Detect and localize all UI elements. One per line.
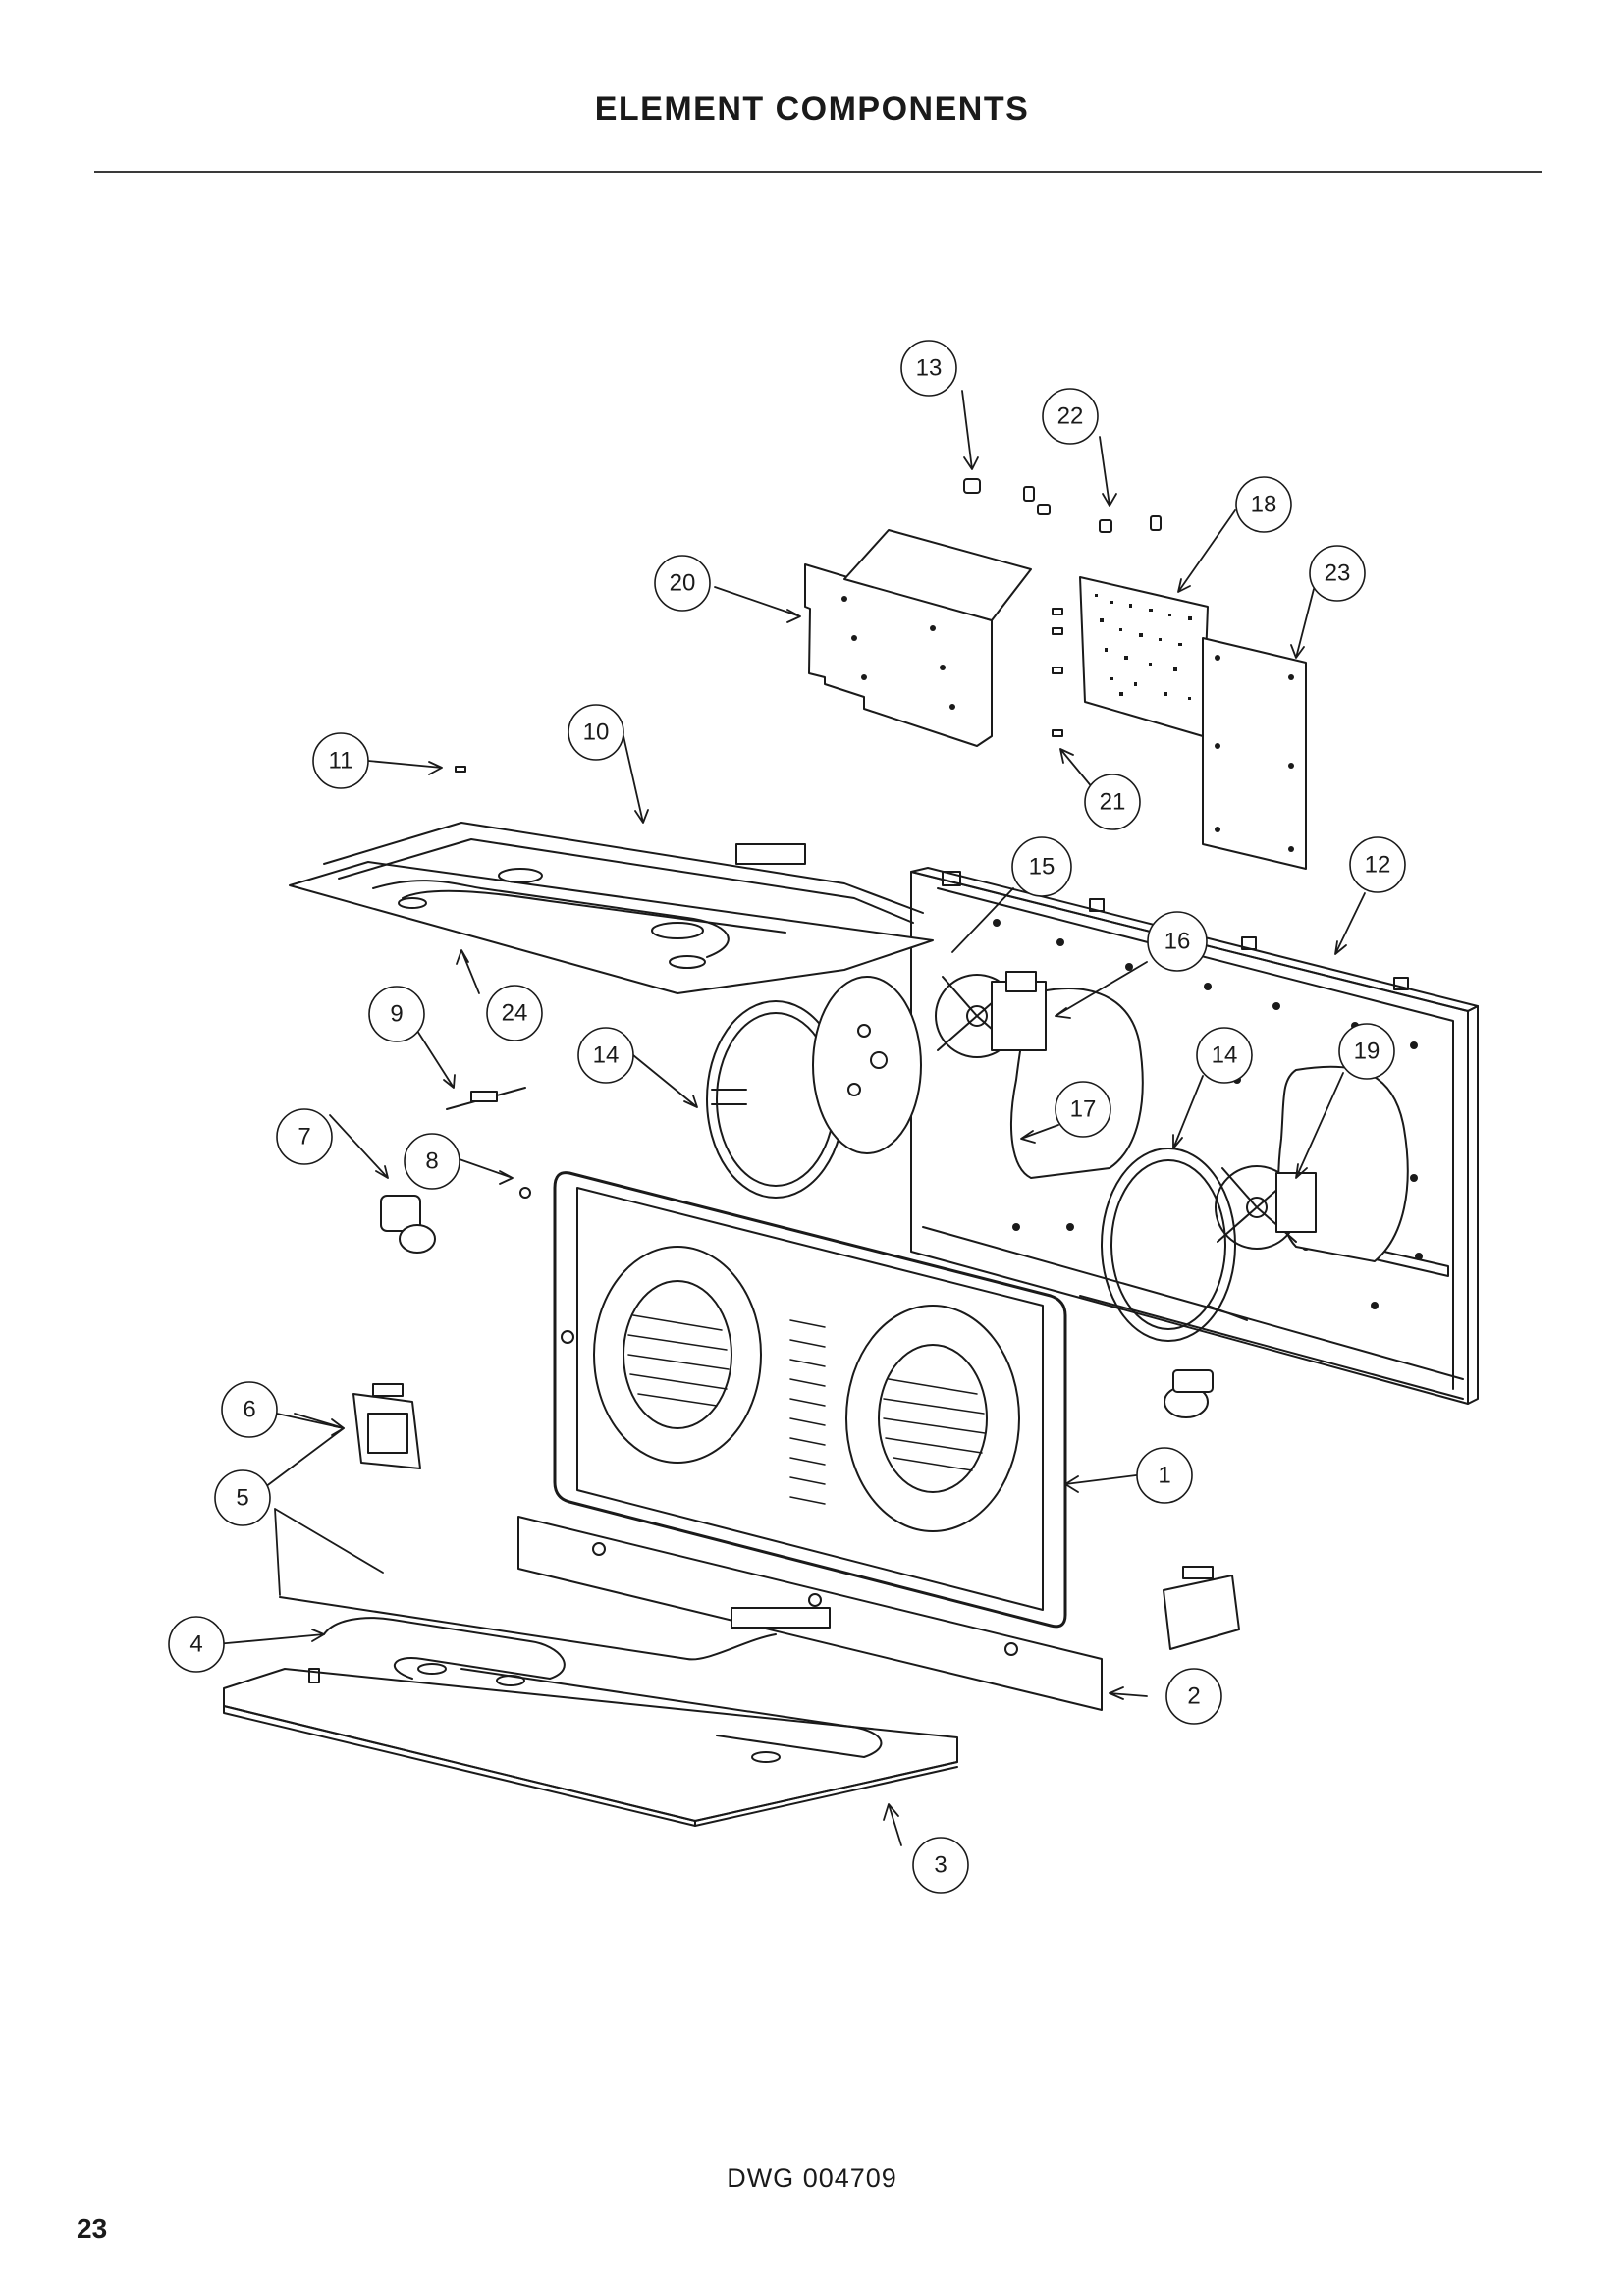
callout-11 xyxy=(312,732,369,789)
callout-label: 23 xyxy=(1325,561,1351,587)
callout-bubbles xyxy=(168,340,1406,1894)
callout-label: 18 xyxy=(1251,492,1277,518)
callout-13 xyxy=(900,340,957,397)
callout-12 xyxy=(1349,836,1406,893)
page-title: ELEMENT COMPONENTS xyxy=(594,90,1030,128)
screw xyxy=(519,1187,531,1199)
page-number: 23 xyxy=(77,2214,108,2244)
callout-label: 9 xyxy=(390,1001,403,1028)
callout-8 xyxy=(404,1133,460,1190)
callout-label: 22 xyxy=(1057,403,1084,430)
callout-22 xyxy=(1042,388,1099,445)
callout-6 xyxy=(221,1381,278,1438)
callout-2 xyxy=(1165,1668,1222,1725)
callout-24 xyxy=(486,985,543,1041)
callout-19 xyxy=(1338,1023,1395,1080)
callout-label: 6 xyxy=(243,1397,255,1423)
callout-label: 8 xyxy=(425,1148,438,1175)
drawing-number: DWG 004709 xyxy=(727,2163,897,2193)
callout-7 xyxy=(276,1108,333,1165)
callout-label: 24 xyxy=(502,1000,528,1027)
callout-10 xyxy=(568,704,624,761)
callout-label: 15 xyxy=(1029,854,1056,881)
callout-label: 19 xyxy=(1354,1039,1380,1065)
callout-label: 7 xyxy=(298,1124,310,1150)
callout-label: 14 xyxy=(1212,1042,1238,1069)
callout-label: 12 xyxy=(1365,852,1391,879)
control-bracket xyxy=(804,529,1032,747)
leader-lines xyxy=(215,390,1366,1846)
switch-right xyxy=(1163,1566,1240,1650)
callout-label: 17 xyxy=(1070,1096,1097,1123)
circuit-board xyxy=(1079,576,1209,737)
fan-motor-lower xyxy=(1215,1165,1317,1250)
callout-5 xyxy=(214,1469,271,1526)
lamp-holder-right xyxy=(1164,1369,1214,1418)
callout-labels: 1 2 3 4 5 6 7 8 9 10 11 12 13 14 14 15 1… xyxy=(189,355,1390,1879)
callout-9 xyxy=(368,986,425,1042)
fan-back-plate xyxy=(812,976,922,1154)
switch-left xyxy=(352,1383,421,1469)
callout-16 xyxy=(1147,911,1208,972)
callout-3 xyxy=(912,1837,969,1894)
callout-label: 3 xyxy=(934,1852,947,1879)
callout-label: 4 xyxy=(189,1631,202,1658)
callout-15 xyxy=(1011,836,1072,897)
callout-18 xyxy=(1235,476,1292,533)
sensor xyxy=(446,1087,526,1110)
callout-label: 20 xyxy=(670,570,696,597)
callout-label: 11 xyxy=(329,748,353,774)
callout-14a xyxy=(577,1027,634,1084)
lower-element xyxy=(279,1596,883,1758)
title-divider xyxy=(94,171,1542,173)
callout-label: 10 xyxy=(583,720,610,746)
callout-label: 16 xyxy=(1164,929,1191,955)
upper-element xyxy=(289,822,934,994)
callout-14b xyxy=(1196,1027,1253,1084)
board-cover xyxy=(1202,637,1307,870)
callout-17 xyxy=(1055,1081,1111,1138)
callout-label: 1 xyxy=(1158,1463,1170,1489)
inner-back-panel xyxy=(553,1171,1067,1629)
callout-1 xyxy=(1136,1447,1193,1504)
callout-label: 13 xyxy=(916,355,943,382)
callout-label: 2 xyxy=(1187,1683,1200,1710)
callout-20 xyxy=(654,555,711,612)
callout-label: 21 xyxy=(1100,789,1126,816)
callout-21 xyxy=(1084,774,1141,830)
clips xyxy=(455,478,1162,773)
callout-label: 5 xyxy=(236,1485,248,1512)
callout-23 xyxy=(1309,545,1366,602)
callout-4 xyxy=(168,1616,225,1673)
callout-label: 14 xyxy=(593,1042,620,1069)
fan-motor-upper xyxy=(935,971,1047,1058)
lamp-holder-left xyxy=(380,1195,436,1254)
circular-element-right xyxy=(1101,1148,1248,1342)
